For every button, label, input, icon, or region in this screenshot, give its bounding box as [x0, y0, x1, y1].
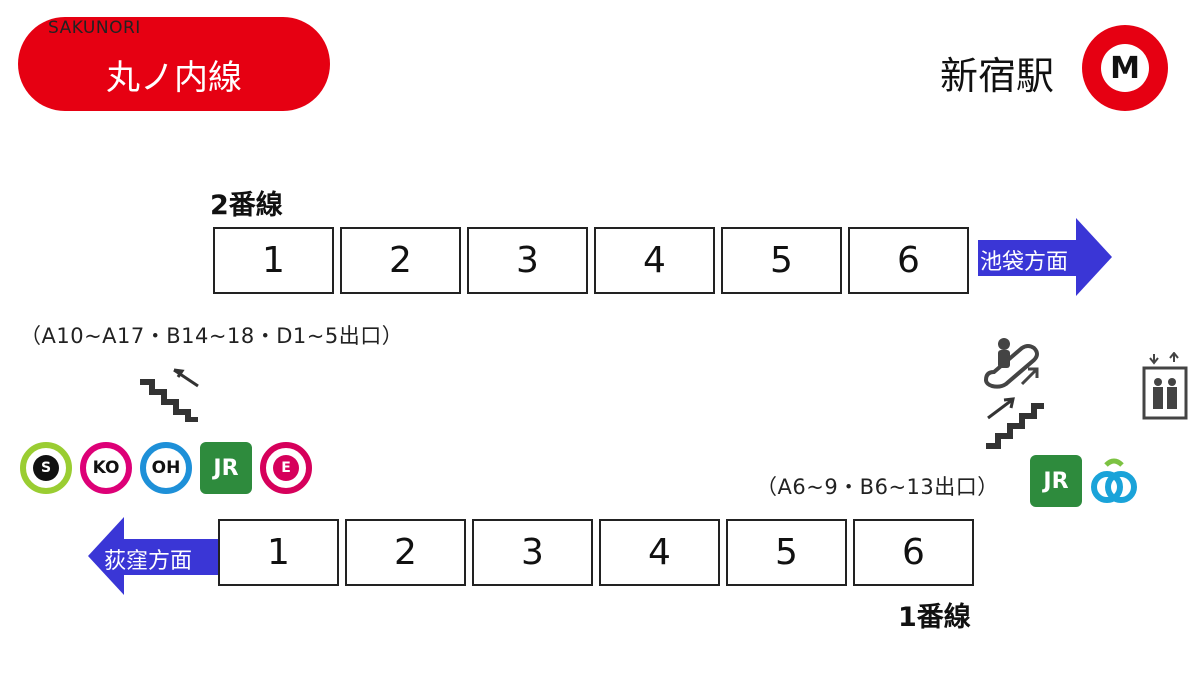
- brand-text: SAKUNORI: [48, 18, 141, 38]
- track2-direction: 池袋方面: [980, 250, 1069, 275]
- track2-car: 4: [594, 227, 715, 294]
- track1-car: 4: [599, 519, 720, 586]
- seibu-shinjuku-line-logo: S: [20, 442, 72, 494]
- metro-logo-icon: M: [1082, 25, 1168, 111]
- jr-logo: JR: [1030, 455, 1082, 507]
- odakyu-letters: OH: [151, 458, 181, 478]
- track2-cars: 1 2 3 4 5 6: [213, 227, 969, 294]
- track2-label: 2番線: [210, 190, 283, 221]
- keio-letters: KO: [92, 458, 120, 478]
- arrow-right-icon: [978, 218, 1112, 296]
- direction-arrow-right: [978, 218, 1113, 300]
- jr-logo: JR: [200, 442, 252, 494]
- seibu-letter: S: [33, 455, 59, 481]
- jr-letters: JR: [1043, 468, 1069, 494]
- escalator-icon: [982, 336, 1046, 394]
- stairs-up-icon: [982, 396, 1048, 456]
- track2-car: 5: [721, 227, 842, 294]
- line-name: 丸ノ内線: [106, 58, 242, 98]
- elevator-icon: [1142, 351, 1190, 424]
- track2-exits: （A10~A17・B14~18・D1~5出口）: [20, 324, 404, 348]
- track1-cars: 1 2 3 4 5 6: [218, 519, 974, 586]
- track1-exits: （A6~9・B6~13出口）: [756, 475, 999, 499]
- left-transfer-logos: S KO OH JR E: [20, 442, 312, 494]
- track1-label: 1番線: [898, 602, 971, 633]
- metro-logo-letter: M: [1101, 44, 1149, 92]
- station-name: 新宿駅: [940, 54, 1055, 98]
- track1-car: 6: [853, 519, 974, 586]
- keio-line-logo: KO: [80, 442, 132, 494]
- track1-car: 5: [726, 519, 847, 586]
- jr-letters: JR: [213, 455, 239, 481]
- oedo-letter: E: [273, 455, 299, 481]
- track2-car: 3: [467, 227, 588, 294]
- track2-car: 2: [340, 227, 461, 294]
- line-badge: [18, 17, 330, 111]
- track1-direction: 荻窪方面: [104, 549, 193, 574]
- direction-arrow-left: [88, 517, 223, 599]
- track1-car: 2: [345, 519, 466, 586]
- track1-car: 1: [218, 519, 339, 586]
- track2-car: 1: [213, 227, 334, 294]
- stairs-up-icon: [138, 368, 202, 426]
- odakyu-line-logo: OH: [140, 442, 192, 494]
- track1-car: 3: [472, 519, 593, 586]
- oedo-line-logo: E: [260, 442, 312, 494]
- track2-car: 6: [848, 227, 969, 294]
- arrow-left-icon: [88, 517, 223, 595]
- odakyu-rings-logo: [1088, 455, 1140, 511]
